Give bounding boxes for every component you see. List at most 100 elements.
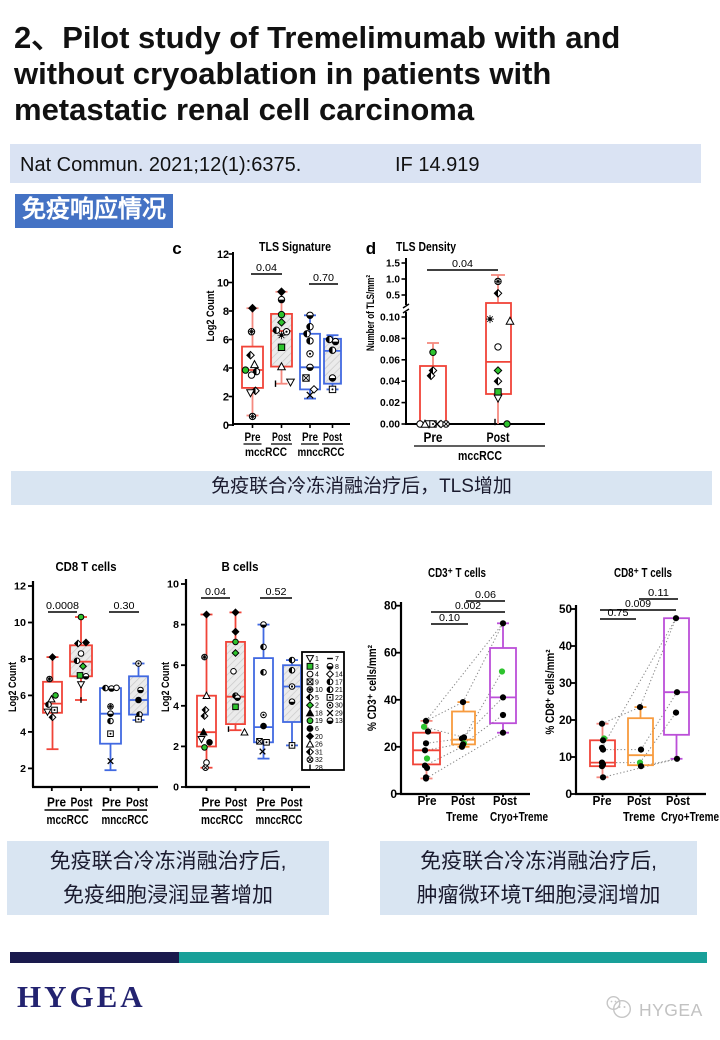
svg-text:21: 21 xyxy=(335,687,343,694)
svg-text:60: 60 xyxy=(384,646,397,660)
svg-text:0.75: 0.75 xyxy=(608,608,629,619)
svg-text:4: 4 xyxy=(223,363,230,375)
svg-text:6: 6 xyxy=(20,690,26,702)
svg-text:9: 9 xyxy=(315,679,319,686)
svg-text:10: 10 xyxy=(315,687,323,694)
svg-text:Log2 Count: Log2 Count xyxy=(160,662,172,712)
svg-text:mccRCC: mccRCC xyxy=(201,812,243,827)
svg-text:20: 20 xyxy=(384,740,397,754)
svg-text:0.0008: 0.0008 xyxy=(46,601,79,612)
svg-text:Treme: Treme xyxy=(623,809,655,824)
svg-text:4: 4 xyxy=(20,726,26,738)
svg-text:40: 40 xyxy=(384,693,397,707)
svg-text:8: 8 xyxy=(335,664,339,671)
svg-text:Number of TLS/mm²: Number of TLS/mm² xyxy=(365,275,377,351)
svg-text:mccRCC: mccRCC xyxy=(47,812,89,827)
svg-text:Cryo+Treme: Cryo+Treme xyxy=(490,809,548,824)
svg-text:Pre: Pre xyxy=(202,795,221,810)
svg-text:3: 3 xyxy=(315,664,319,671)
svg-text:Log2 Count: Log2 Count xyxy=(7,662,19,712)
svg-text:% CD3⁺ cells/mm²: % CD3⁺ cells/mm² xyxy=(365,645,379,731)
svg-text:Post: Post xyxy=(71,795,94,810)
svg-text:32: 32 xyxy=(315,757,323,764)
svg-text:28: 28 xyxy=(315,765,323,772)
svg-text:10: 10 xyxy=(167,579,179,591)
svg-text:Pre: Pre xyxy=(593,793,612,808)
svg-text:Post: Post xyxy=(323,430,342,444)
svg-text:20: 20 xyxy=(315,734,323,741)
svg-text:Pre: Pre xyxy=(102,795,121,810)
svg-text:0.02: 0.02 xyxy=(380,398,400,409)
svg-text:10: 10 xyxy=(14,617,26,629)
svg-text:0.30: 0.30 xyxy=(114,601,135,612)
svg-text:40: 40 xyxy=(559,639,572,653)
svg-text:0.002: 0.002 xyxy=(455,601,481,612)
svg-text:0.04: 0.04 xyxy=(380,377,400,388)
svg-text:30: 30 xyxy=(335,703,343,710)
svg-text:0.06: 0.06 xyxy=(475,590,496,601)
svg-text:19: 19 xyxy=(315,718,323,725)
svg-text:Post: Post xyxy=(281,795,304,810)
svg-text:4: 4 xyxy=(315,672,319,679)
svg-text:0.009: 0.009 xyxy=(625,599,651,610)
svg-text:30: 30 xyxy=(559,676,572,690)
svg-text:0: 0 xyxy=(565,787,572,801)
svg-text:8: 8 xyxy=(173,619,179,631)
svg-text:mccRCC: mccRCC xyxy=(458,449,502,463)
svg-text:0.08: 0.08 xyxy=(380,334,400,345)
svg-text:d: d xyxy=(366,239,376,258)
svg-text:Post: Post xyxy=(666,793,691,808)
svg-text:0.52: 0.52 xyxy=(266,587,287,598)
svg-text:0.70: 0.70 xyxy=(313,273,334,284)
svg-text:CD8 T cells: CD8 T cells xyxy=(56,560,117,574)
svg-text:7: 7 xyxy=(335,656,339,663)
svg-text:0.06: 0.06 xyxy=(380,355,400,366)
svg-text:0.11: 0.11 xyxy=(648,588,669,599)
svg-text:4: 4 xyxy=(173,700,179,712)
svg-text:Post: Post xyxy=(272,430,291,444)
svg-text:Post: Post xyxy=(487,430,510,445)
svg-text:CD3⁺ T cells: CD3⁺ T cells xyxy=(428,566,486,580)
svg-text:CD8⁺ T cells: CD8⁺ T cells xyxy=(614,566,672,580)
svg-text:8: 8 xyxy=(223,306,229,318)
svg-text:20: 20 xyxy=(559,713,572,727)
svg-text:0.04: 0.04 xyxy=(205,587,226,598)
svg-text:6: 6 xyxy=(223,335,229,347)
svg-text:0.10: 0.10 xyxy=(439,613,460,624)
svg-text:0.00: 0.00 xyxy=(380,420,400,431)
svg-text:Pre: Pre xyxy=(245,430,261,444)
svg-text:mnccRCC: mnccRCC xyxy=(298,447,345,459)
svg-text:mccRCC: mccRCC xyxy=(245,447,287,459)
svg-text:Post: Post xyxy=(225,795,248,810)
svg-text:8: 8 xyxy=(20,653,26,665)
svg-text:29: 29 xyxy=(335,710,343,717)
svg-text:26: 26 xyxy=(315,742,323,749)
svg-text:% CD8⁺ cells/mm²: % CD8⁺ cells/mm² xyxy=(543,650,557,735)
svg-text:Post: Post xyxy=(126,795,149,810)
svg-text:0: 0 xyxy=(173,782,179,794)
svg-text:6: 6 xyxy=(315,726,319,733)
svg-text:14: 14 xyxy=(335,672,343,679)
svg-text:2: 2 xyxy=(315,703,319,710)
svg-text:2: 2 xyxy=(223,392,229,404)
svg-text:10: 10 xyxy=(217,278,229,290)
svg-text:Pre: Pre xyxy=(418,793,437,808)
svg-text:80: 80 xyxy=(384,599,397,613)
svg-text:12: 12 xyxy=(14,581,26,593)
svg-text:10: 10 xyxy=(559,750,572,764)
svg-text:Pre: Pre xyxy=(47,795,66,810)
svg-text:31: 31 xyxy=(315,749,323,756)
svg-text:1.5: 1.5 xyxy=(386,259,400,270)
svg-text:0: 0 xyxy=(390,787,397,801)
svg-text:0.10: 0.10 xyxy=(380,313,400,324)
svg-text:c: c xyxy=(172,239,181,258)
svg-text:mnccRCC: mnccRCC xyxy=(102,812,149,827)
svg-text:Log2 Count: Log2 Count xyxy=(205,290,217,341)
svg-text:6: 6 xyxy=(173,660,179,672)
svg-text:1.0: 1.0 xyxy=(386,275,400,286)
svg-text:mnccRCC: mnccRCC xyxy=(256,812,303,827)
svg-text:TLS Density: TLS Density xyxy=(396,240,456,254)
svg-text:22: 22 xyxy=(335,695,343,702)
svg-text:Post: Post xyxy=(627,793,652,808)
svg-text:Pre: Pre xyxy=(424,430,443,445)
